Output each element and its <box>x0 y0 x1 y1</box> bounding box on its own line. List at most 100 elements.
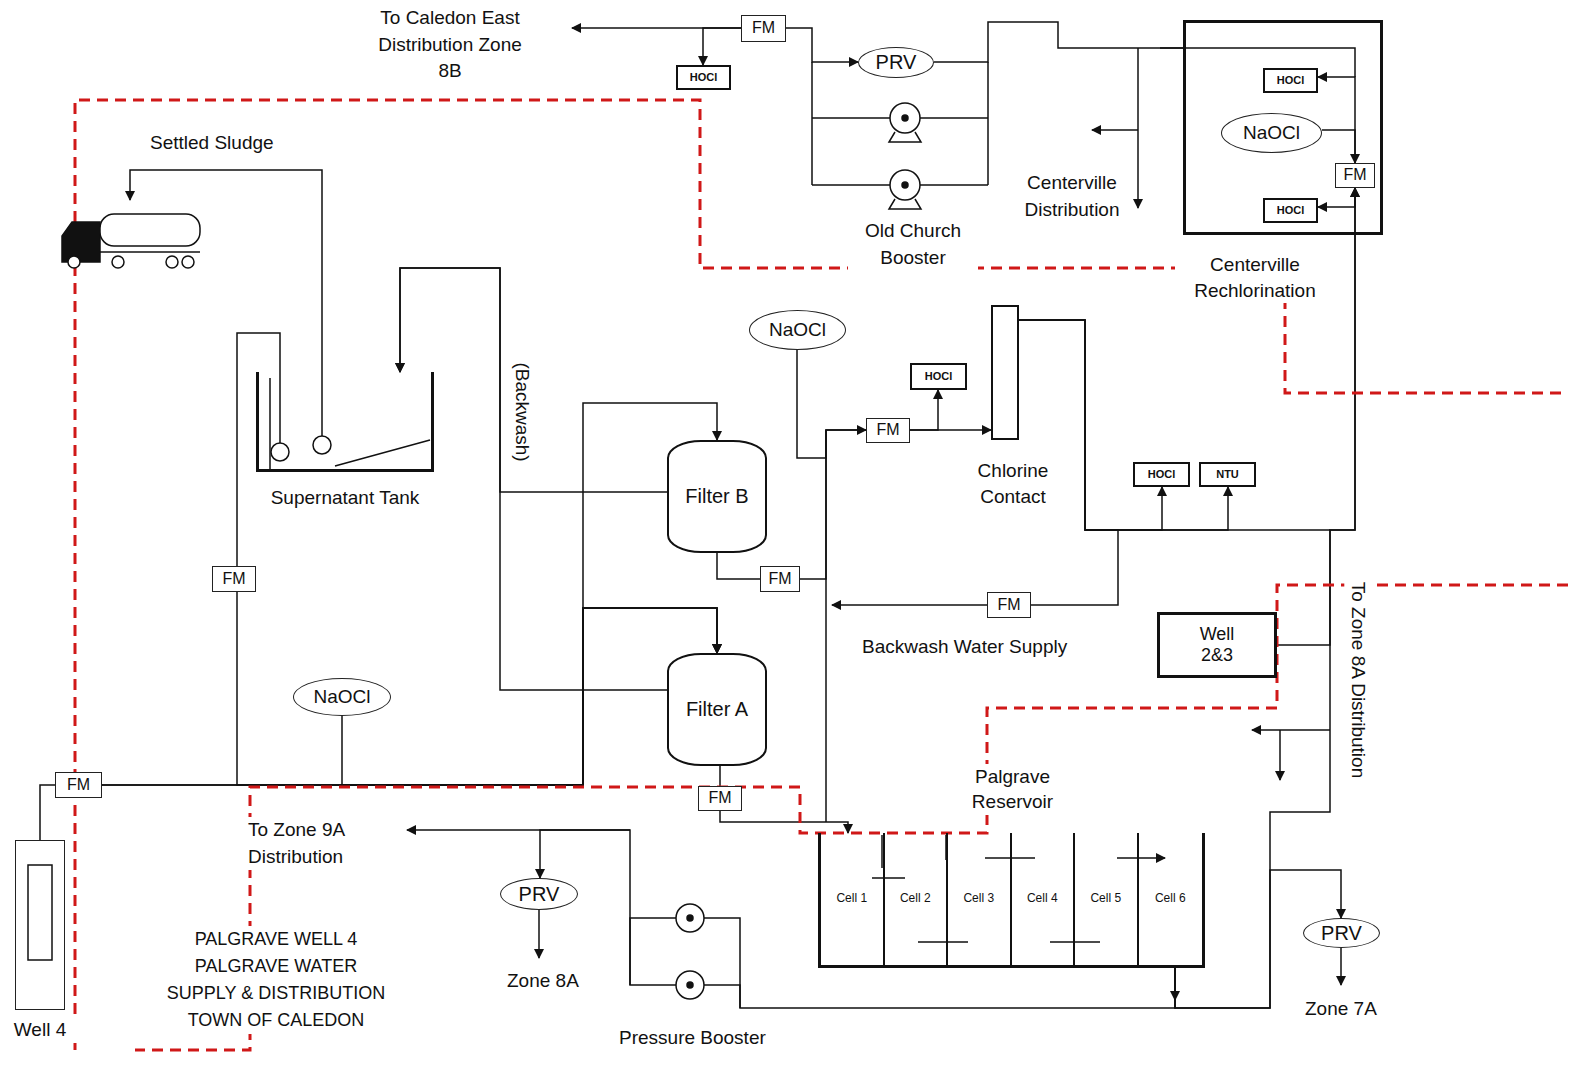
pipe-connector <box>342 608 717 785</box>
boundary-dashed-line <box>75 100 1568 1050</box>
truck-tank <box>100 214 200 246</box>
analyzer-box: HOCl <box>910 363 967 390</box>
node-text: PRV <box>876 51 917 74</box>
pipe-connector <box>400 268 667 492</box>
pipe-label: Old Church Booster <box>848 218 978 271</box>
truck-wheel <box>112 256 124 268</box>
pipe-connector <box>717 553 760 579</box>
node-text: HOCl <box>1277 204 1305 217</box>
pipe-connector <box>719 766 721 786</box>
pipe-line <box>812 62 988 185</box>
pipe-connector <box>934 22 1183 62</box>
pipe-line <box>270 372 430 470</box>
reservoir-cell: Cell 2 <box>885 833 949 965</box>
flow-meter-box: FM <box>741 15 786 42</box>
pump-symbol <box>687 915 693 921</box>
node-text: FM <box>67 776 90 794</box>
node-text: FM <box>1343 166 1366 184</box>
pipe-connector <box>720 811 848 833</box>
node-text: Cell 1 <box>836 892 867 906</box>
pipe-connector <box>1318 188 1355 207</box>
pipe-connector <box>910 429 991 431</box>
pipe-line <box>538 910 540 958</box>
node-text: HOCl <box>1148 468 1176 481</box>
pump-symbol <box>902 115 908 121</box>
pump-symbol <box>313 436 331 454</box>
truck-cab <box>62 222 100 262</box>
analyzer-box: HOCl <box>676 65 731 90</box>
pipe-line <box>130 28 1355 1008</box>
pipe-connector <box>1175 188 1355 1008</box>
drawing-title: PALGRAVE WELL 4 PALGRAVE WATER SUPPLY & … <box>160 926 392 1034</box>
pump-symbol <box>676 971 704 999</box>
pipe-line <box>1279 730 1281 780</box>
supernatant-tank: Supernatant Tank <box>256 372 434 472</box>
pipe-connector <box>102 403 717 785</box>
pipe-line <box>407 829 630 831</box>
chemical-ellipse: NaOCl <box>749 310 846 350</box>
pipe-line <box>1092 129 1138 131</box>
well-pump <box>28 865 52 960</box>
flow-meter-box: FM <box>866 418 910 443</box>
pipe-label: To Caledon East Distribution Zone 8B <box>375 5 525 85</box>
pipe-label: Zone 7A <box>1305 996 1377 1023</box>
chemical-ellipse: NaOCl <box>293 678 391 716</box>
truck-icon <box>62 214 200 268</box>
pipe-connector <box>1322 130 1355 163</box>
node-heading: Well 4 <box>0 1017 80 1043</box>
node-text: PRV <box>1321 922 1362 945</box>
node-text: FM <box>752 19 775 37</box>
pipe-line <box>572 27 741 29</box>
reservoir-cell: Cell 4 <box>1012 833 1076 965</box>
pipe-connector <box>237 592 717 785</box>
pipe-line <box>1340 948 1342 985</box>
analyzer-box: NTU <box>1199 462 1256 487</box>
reservoir: Palgrave ReservoirCell 1Cell 2Cell 3Cell… <box>818 833 1205 968</box>
flow-arrow <box>1174 968 1176 1000</box>
truck-wheel <box>68 256 80 268</box>
well-box: Well 4 <box>15 840 65 1010</box>
pipe-label: Backwash Water Supply <box>862 634 1067 661</box>
node-text: Filter B <box>685 485 748 508</box>
node-text: FM <box>708 789 731 807</box>
flow-meter-box: FM <box>55 772 102 798</box>
node-text: NaOCl <box>1243 122 1300 144</box>
pipe-connector <box>400 268 667 690</box>
node-text: Well 2&3 <box>1187 624 1247 665</box>
node-text: Filter A <box>686 698 748 721</box>
node-heading: Centerville Rechlorination <box>1175 252 1335 303</box>
flow-meter-box: FM <box>987 592 1031 618</box>
pipe-line <box>1252 729 1330 731</box>
pipe-label: Centerville Distribution <box>1012 170 1132 223</box>
sludge-line <box>130 170 322 436</box>
node-heading: Palgrave Reservoir <box>958 764 1068 815</box>
node-text: FM <box>222 570 245 588</box>
chemical-ellipse: PRV <box>500 878 578 910</box>
pump-symbol <box>676 904 704 932</box>
pipe-line <box>1137 48 1139 208</box>
node-text: Cell 2 <box>900 892 931 906</box>
pipe-connector <box>797 350 866 458</box>
node-text: Cell 3 <box>963 892 994 906</box>
reservoir-cell: Cell 6 <box>1139 833 1203 965</box>
pipe-line <box>826 430 1330 822</box>
pipe-connector <box>703 28 741 65</box>
pipe-label: (Backwash) <box>509 362 536 461</box>
pump-symbol <box>890 170 920 200</box>
filter-vessel: Filter B <box>667 440 767 553</box>
node-text: NaOCl <box>769 319 826 341</box>
flow-arrow <box>872 858 1165 942</box>
reservoir-cell: Cell 1 <box>821 833 885 965</box>
boundary-dashed-line <box>75 100 1568 1050</box>
chemical-ellipse: PRV <box>1303 918 1380 948</box>
analyzer-box: HOCl <box>1133 462 1190 487</box>
node-text: HOCl <box>925 370 953 383</box>
pump-symbol <box>271 443 289 461</box>
pipe-connector <box>800 430 866 579</box>
pipe-line <box>1160 48 1355 77</box>
chemical-ellipse: NaOCl <box>1221 113 1322 153</box>
reservoir-cell: Cell 3 <box>948 833 1012 965</box>
